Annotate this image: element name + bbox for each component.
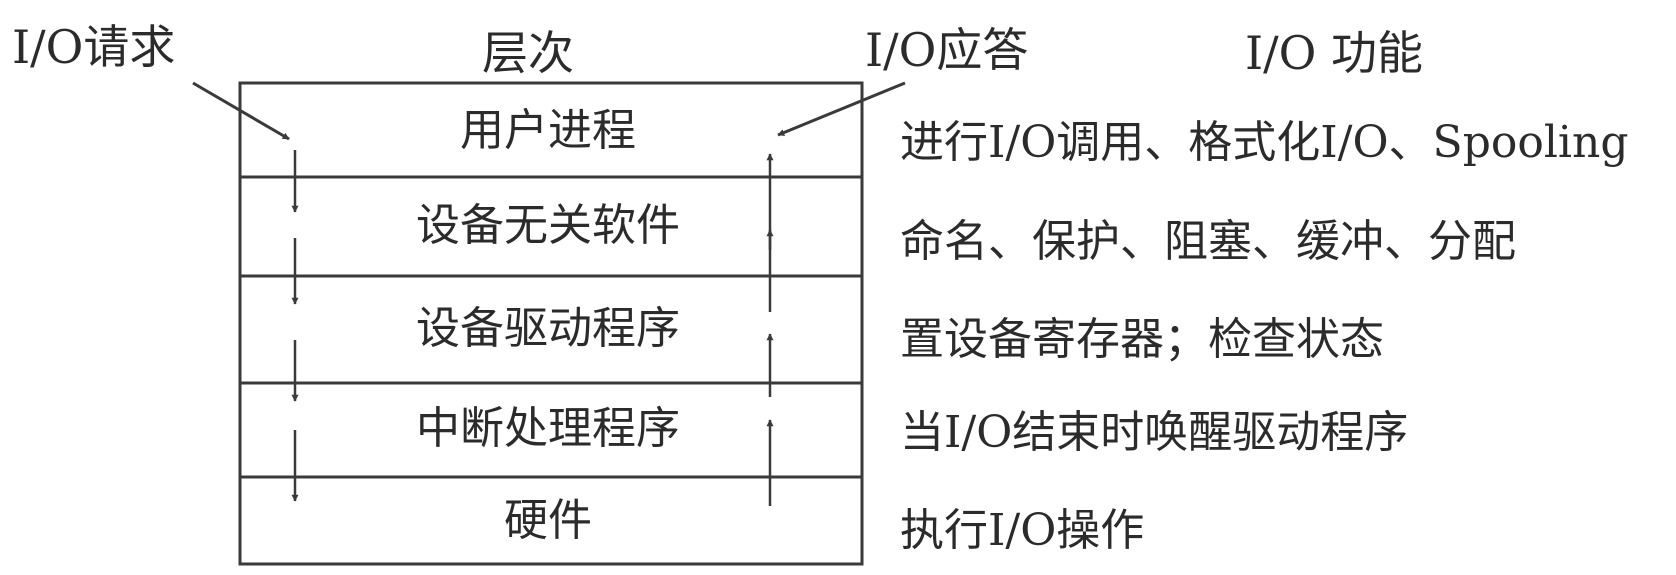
function-interrupt-handler: 当I/O结束时唤醒驱动程序	[900, 407, 1409, 458]
function-device-independent-software: 命名、保护、阻塞、缓冲、分配	[900, 216, 1516, 267]
layer-hardware: 硬件	[504, 495, 592, 546]
layer-interrupt-handler: 中断处理程序	[416, 403, 680, 454]
layers-box	[238, 81, 864, 566]
function-device-driver: 置设备寄存器；检查状态	[900, 314, 1384, 365]
io-request-label: I/O请求	[12, 20, 176, 74]
function-user-process: 进行I/O调用、格式化I/O、Spooling	[900, 117, 1629, 168]
function-hardware: 执行I/O操作	[900, 505, 1145, 556]
layers-header: 层次	[482, 26, 574, 80]
io-request-arrow	[192, 81, 290, 141]
io-response-arrow	[777, 81, 906, 137]
io-function-header: I/O 功能	[1245, 26, 1424, 80]
layer-user-process: 用户进程	[460, 105, 636, 156]
layer-device-driver: 设备驱动程序	[416, 303, 680, 354]
io-response-label: I/O应答	[865, 23, 1029, 77]
layer-device-independent-software: 设备无关软件	[416, 200, 680, 251]
